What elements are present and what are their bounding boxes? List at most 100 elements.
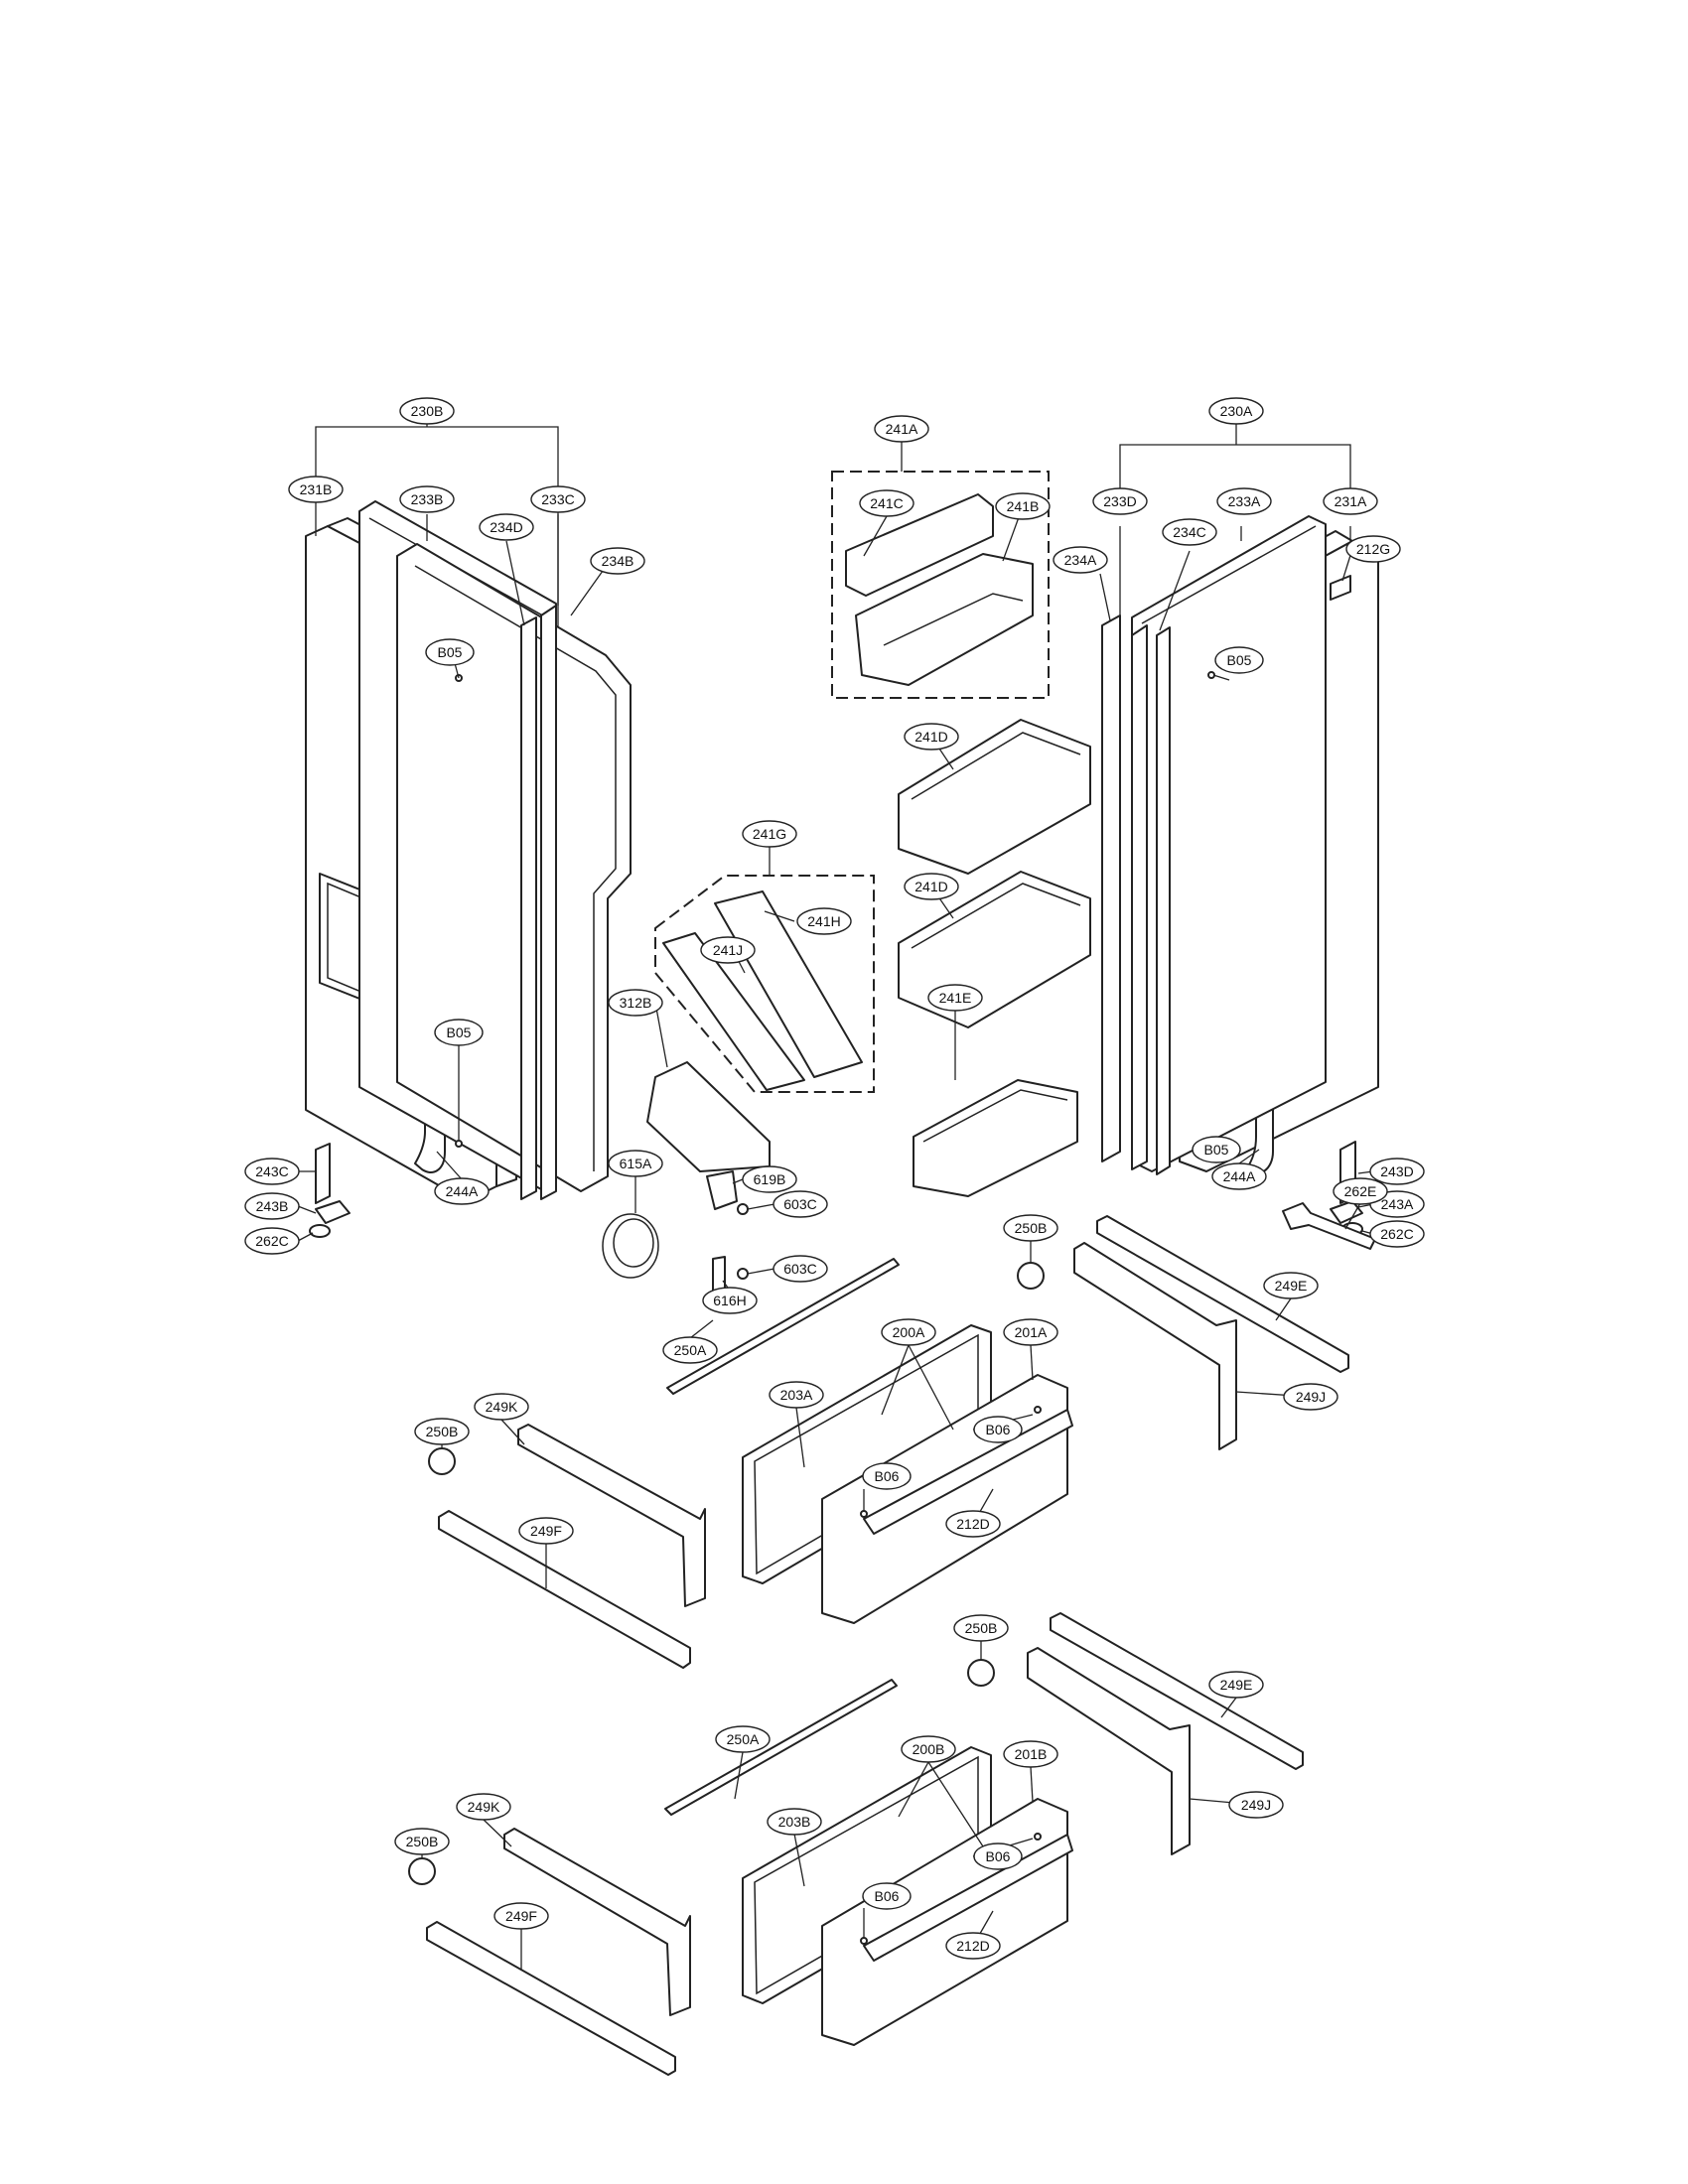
callout-201b: 201B xyxy=(1003,1740,1058,1768)
svg-text:B06: B06 xyxy=(986,1422,1011,1437)
callout-212d-upper: 212D xyxy=(945,1510,1001,1538)
svg-text:230B: 230B xyxy=(411,403,444,419)
callout-244a-left: 244A xyxy=(434,1177,490,1205)
callout-249k-upper: 249K xyxy=(474,1393,529,1421)
left-door-liner xyxy=(396,543,632,1192)
callout-241j: 241J xyxy=(700,936,756,964)
svg-text:241J: 241J xyxy=(713,942,743,958)
callout-203b: 203B xyxy=(767,1808,822,1836)
callout-250b-lower-left: 250B xyxy=(394,1828,450,1855)
callout-b05-left-upper: B05 xyxy=(425,638,475,666)
svg-text:243D: 243D xyxy=(1380,1163,1413,1179)
bin-cover-241c xyxy=(845,493,994,597)
callout-249e-lower: 249E xyxy=(1208,1671,1264,1699)
bracket-249k-upper xyxy=(517,1424,706,1607)
door-bin-group-241g xyxy=(654,875,875,1093)
handle-212d-lower xyxy=(863,1834,1073,1962)
callout-234b: 234B xyxy=(590,547,645,575)
callout-234d: 234D xyxy=(479,513,534,541)
callout-241g: 241G xyxy=(742,820,797,848)
svg-text:230A: 230A xyxy=(1220,403,1253,419)
svg-text:234A: 234A xyxy=(1064,552,1097,568)
svg-text:243B: 243B xyxy=(256,1198,289,1214)
svg-text:262C: 262C xyxy=(255,1233,288,1249)
callout-241a: 241A xyxy=(874,415,929,443)
svg-text:249E: 249E xyxy=(1275,1278,1308,1294)
callout-203a: 203A xyxy=(769,1381,824,1409)
bracket-312b xyxy=(646,1061,771,1172)
svg-text:603C: 603C xyxy=(783,1261,816,1277)
callout-230b: 230B xyxy=(399,397,455,425)
callout-233c: 233C xyxy=(530,485,586,513)
svg-text:241G: 241G xyxy=(753,826,786,842)
svg-text:619B: 619B xyxy=(754,1171,786,1187)
svg-text:249J: 249J xyxy=(1241,1797,1271,1813)
callout-262e: 262E xyxy=(1333,1177,1388,1205)
water-line-parts xyxy=(602,1170,749,1294)
bin-241e xyxy=(913,1079,1078,1197)
svg-text:234B: 234B xyxy=(602,553,634,569)
callout-249k-lower: 249K xyxy=(456,1793,511,1821)
svg-text:249E: 249E xyxy=(1220,1677,1253,1693)
callout-249f-lower: 249F xyxy=(493,1902,549,1930)
callout-616h: 616H xyxy=(702,1287,758,1314)
svg-text:249K: 249K xyxy=(468,1799,500,1815)
svg-text:201A: 201A xyxy=(1015,1324,1048,1340)
svg-text:241D: 241D xyxy=(914,729,947,745)
callout-231a: 231A xyxy=(1323,487,1378,515)
callout-234a: 234A xyxy=(1053,546,1108,574)
callout-241d-upper: 241D xyxy=(904,723,959,751)
svg-text:312B: 312B xyxy=(620,995,652,1011)
svg-text:615A: 615A xyxy=(620,1156,652,1171)
svg-text:233D: 233D xyxy=(1103,493,1136,509)
svg-text:212G: 212G xyxy=(1356,541,1390,557)
callout-241d-lower: 241D xyxy=(904,873,959,900)
callout-249j-upper: 249J xyxy=(1283,1383,1338,1411)
rail-250a-lower xyxy=(664,1679,898,1816)
right-lower-hinge xyxy=(1330,1200,1363,1224)
callout-212g: 212G xyxy=(1345,535,1401,563)
callout-241c: 241C xyxy=(859,489,914,517)
svg-text:250A: 250A xyxy=(727,1731,760,1747)
rail-249f-upper xyxy=(438,1510,691,1669)
svg-text:603C: 603C xyxy=(783,1196,816,1212)
callout-250b-upper-left: 250B xyxy=(414,1418,470,1445)
svg-text:B05: B05 xyxy=(447,1024,472,1040)
callout-619b: 619B xyxy=(742,1165,797,1193)
callout-233a: 233A xyxy=(1216,487,1272,515)
callout-230a: 230A xyxy=(1208,397,1264,425)
right-door-assembly xyxy=(1101,411,1379,1250)
callout-b06-lower-right: B06 xyxy=(973,1843,1023,1870)
svg-text:200B: 200B xyxy=(913,1741,945,1757)
callout-249f-upper: 249F xyxy=(518,1517,574,1545)
svg-text:250B: 250B xyxy=(426,1424,459,1439)
svg-text:233A: 233A xyxy=(1228,493,1261,509)
bin-241d-upper xyxy=(898,719,1091,875)
svg-text:231A: 231A xyxy=(1335,493,1367,509)
svg-text:201B: 201B xyxy=(1015,1746,1048,1762)
svg-text:B06: B06 xyxy=(875,1888,900,1904)
svg-text:262C: 262C xyxy=(1380,1226,1413,1242)
svg-text:244A: 244A xyxy=(446,1183,479,1199)
left-lower-hinge xyxy=(315,1200,351,1224)
svg-text:B06: B06 xyxy=(875,1468,900,1484)
svg-text:B05: B05 xyxy=(438,644,463,660)
door-bin-group-241a xyxy=(831,471,1050,699)
leader-lines xyxy=(297,432,1374,1971)
left-door-assembly xyxy=(305,411,632,1238)
svg-text:249J: 249J xyxy=(1296,1389,1326,1405)
rail-249e-lower xyxy=(1050,1612,1304,1770)
callout-b05-right-lower: B05 xyxy=(1192,1136,1241,1163)
callout-262c-left: 262C xyxy=(244,1227,300,1255)
callout-615a: 615A xyxy=(608,1150,663,1177)
callout-244a-right: 244A xyxy=(1211,1162,1267,1190)
gear-250b-left-upper xyxy=(428,1447,456,1475)
callout-212d-lower: 212D xyxy=(945,1932,1001,1960)
svg-text:B05: B05 xyxy=(1204,1142,1229,1158)
svg-text:241A: 241A xyxy=(886,421,918,437)
bracket-249k-lower xyxy=(503,1828,691,2016)
callout-243d: 243D xyxy=(1369,1158,1425,1185)
svg-text:250B: 250B xyxy=(406,1834,439,1849)
callout-200b: 200B xyxy=(901,1735,956,1763)
